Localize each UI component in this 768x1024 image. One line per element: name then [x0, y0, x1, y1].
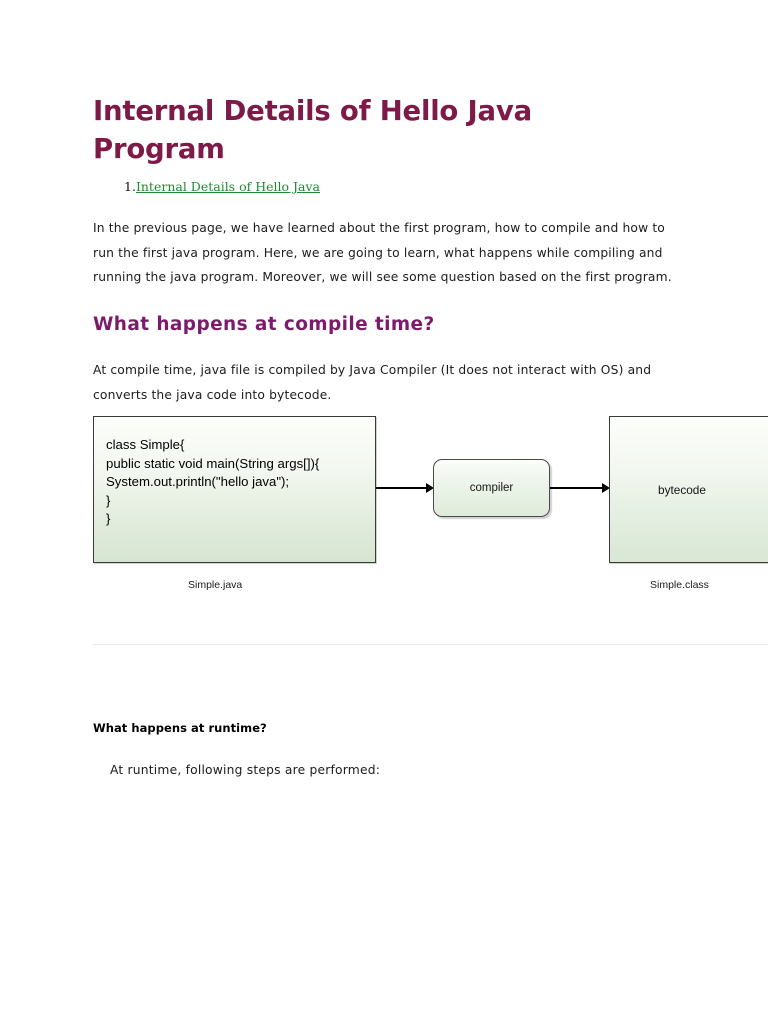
arrow-source-to-compiler-icon	[376, 482, 434, 494]
section-heading-compile-time: What happens at compile time?	[93, 314, 435, 335]
caption-simple-java: Simple.java	[188, 579, 243, 591]
arrow-head	[602, 482, 610, 493]
compiler-label: compiler	[469, 482, 514, 494]
intro-paragraph: In the previous page, we have learned ab…	[93, 221, 672, 284]
source-code-box: class Simple{ public static void main(St…	[93, 416, 376, 563]
section-divider	[92, 644, 768, 645]
bytecode-label: bytecode	[658, 482, 706, 497]
arrow-head	[426, 482, 434, 493]
runtime-paragraph: At runtime, following steps are performe…	[110, 763, 381, 777]
list-item-number: 1.	[124, 179, 136, 194]
caption-simple-class: Simple.class	[650, 579, 709, 591]
compiler-box: compiler	[433, 459, 550, 517]
table-of-contents: 1.Internal Details of Hello Java	[124, 179, 320, 195]
arrow-shaft	[550, 487, 603, 489]
page-title: Internal Details of Hello Java Program	[93, 95, 532, 165]
arrow-compiler-to-bytecode-icon	[550, 482, 610, 494]
compile-time-paragraph: At compile time, java file is compiled b…	[93, 363, 652, 402]
section-heading-runtime: What happens at runtime?	[93, 721, 267, 735]
toc-link-internal-details[interactable]: Internal Details of Hello Java	[135, 179, 320, 194]
java-source-code: class Simple{ public static void main(St…	[106, 437, 320, 527]
arrow-shaft	[376, 487, 427, 489]
bytecode-box: bytecode	[609, 416, 768, 563]
